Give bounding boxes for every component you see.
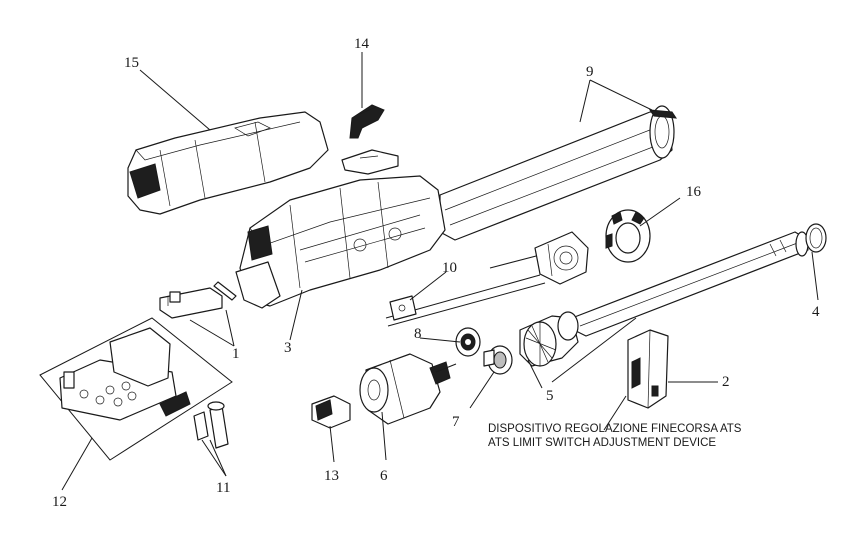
- callout-2: 2: [722, 374, 730, 390]
- ats-caption: DISPOSITIVO REGOLAZIONE FINECORSA ATS AT…: [488, 423, 742, 449]
- leader-lines: [61, 52, 819, 491]
- callout-6: 6: [380, 468, 388, 484]
- top-cover-part: [127, 111, 329, 215]
- callout-11: 11: [216, 480, 230, 496]
- callout-16: 16: [686, 184, 702, 200]
- callout-13: 13: [324, 468, 339, 484]
- callout-3: 3: [284, 340, 292, 356]
- endcap-assembly-part: [489, 231, 589, 285]
- clip-part: [349, 104, 385, 139]
- o-ring-part: [805, 223, 827, 253]
- gear-train-part: [519, 311, 579, 367]
- control-box-part: [627, 329, 669, 409]
- motor-part: [359, 353, 457, 425]
- top-plate-part: [341, 149, 399, 175]
- mounting-bracket-group: [39, 317, 233, 461]
- callout-10: 10: [442, 260, 457, 276]
- callout-5: 5: [546, 388, 554, 404]
- pinion-part: [483, 345, 513, 375]
- connector-part: [311, 395, 351, 429]
- callout-12: 12: [52, 494, 67, 510]
- callout-7: 7: [452, 414, 460, 430]
- callout-labels: 15 14 9 16 10 4 8 1 3 5 2 7 6 13 11 12: [52, 36, 820, 510]
- callout-15: 15: [124, 55, 139, 71]
- main-housing-part: [235, 175, 446, 309]
- ring-part: [605, 209, 651, 263]
- bolts-part: [193, 401, 229, 449]
- callout-1: 1: [232, 346, 240, 362]
- pin-bracket-part: [159, 281, 237, 319]
- caption-english: ATS LIMIT SWITCH ADJUSTMENT DEVICE: [488, 437, 716, 449]
- caption-italian: DISPOSITIVO REGOLAZIONE FINECORSA ATS: [488, 423, 742, 435]
- callout-9: 9: [586, 64, 594, 80]
- callout-8: 8: [414, 326, 422, 342]
- callout-4: 4: [812, 304, 820, 320]
- callout-14: 14: [354, 36, 370, 52]
- linkage-part: [385, 274, 546, 327]
- outer-tube-part: [439, 105, 677, 241]
